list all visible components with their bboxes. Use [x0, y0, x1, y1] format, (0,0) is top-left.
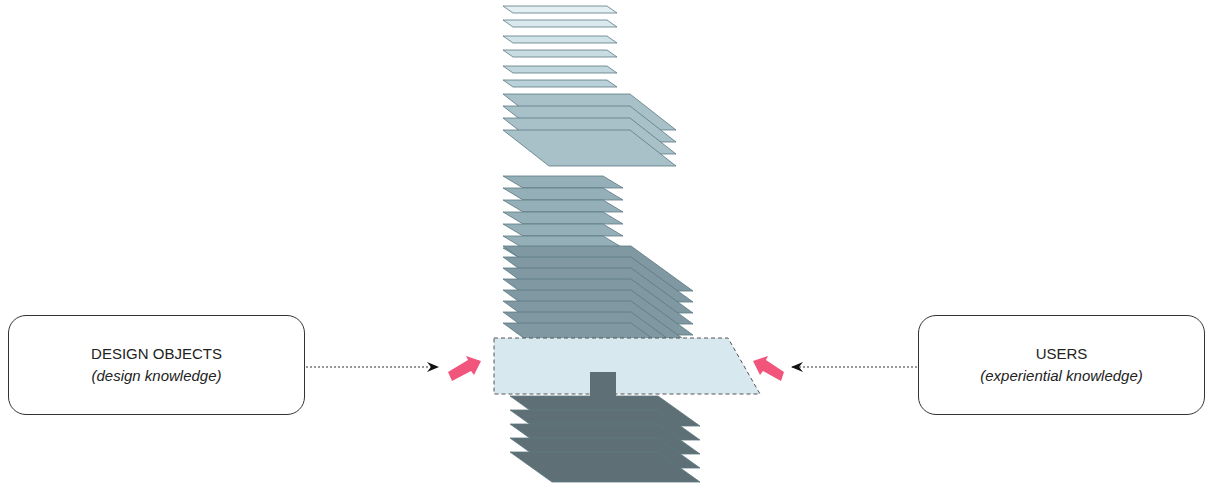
- sheet-stack: [494, 6, 760, 482]
- stack-sheet: [503, 176, 623, 188]
- stack-sheet: [503, 50, 617, 57]
- pink-arrow: [753, 356, 784, 381]
- highlight-plane: [494, 338, 760, 394]
- stack-sheet: [503, 80, 617, 87]
- leader-lines: [306, 356, 917, 381]
- stack-sheet: [503, 20, 617, 27]
- stack-sheet: [503, 200, 623, 212]
- actor-box: USERS(experiential knowledge): [918, 315, 1205, 415]
- stack-stem: [590, 372, 616, 398]
- dashed-leader: [306, 367, 438, 368]
- pink-arrow: [448, 356, 481, 381]
- node-subtitle: (experiential knowledge): [980, 365, 1143, 387]
- stack-sheet: [503, 6, 617, 13]
- stack-sheet: [503, 130, 676, 166]
- node-subtitle: (design knowledge): [91, 365, 221, 387]
- stack-sheet: [503, 212, 623, 224]
- stack-sheet: [510, 452, 700, 482]
- stack-sheet: [503, 36, 617, 43]
- stack-sheet: [503, 224, 623, 236]
- stack-sheet: [503, 66, 617, 73]
- node-title: USERS: [1036, 343, 1088, 365]
- node-title: DESIGN OBJECTS: [91, 343, 222, 365]
- actor-box: DESIGN OBJECTS(design knowledge): [8, 315, 305, 415]
- dashed-leader: [792, 367, 917, 368]
- stack-sheet: [503, 188, 623, 200]
